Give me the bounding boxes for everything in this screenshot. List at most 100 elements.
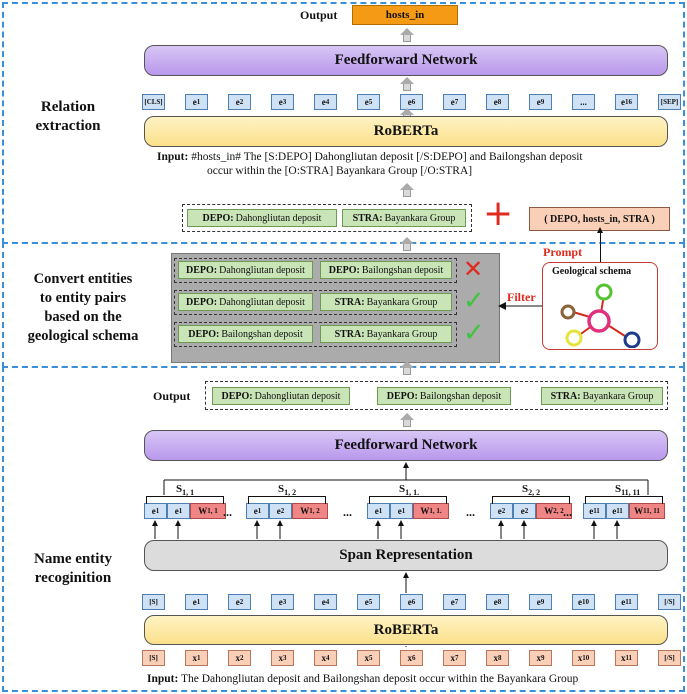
- geological-schema-title: Geological schema: [552, 266, 632, 277]
- entity-name: Bailongshan deposit: [221, 328, 303, 340]
- ner-input-line: Input: The Dahongliutan deposit and Bail…: [147, 672, 578, 686]
- ner-ffn-label: Feedforward Network: [334, 437, 478, 453]
- prompt-triple-text: ( DEPO, hosts_in, STRA ): [544, 213, 655, 225]
- prompt-label: Prompt: [543, 245, 583, 259]
- span-representation-label: Span Representation: [339, 547, 473, 563]
- prompt-arrow: [597, 227, 603, 262]
- selected-pair-box: [182, 204, 472, 232]
- ner-label: Name entity recoginition: [34, 551, 112, 586]
- top-feedforward-network: Feedforward Network: [144, 45, 668, 76]
- entity-type: STRA:: [334, 328, 365, 340]
- top-input-text-1: #hosts_in# The [S:DEPO] Dahongliutan dep…: [188, 151, 583, 163]
- output-relation-box: hosts_in: [352, 5, 458, 25]
- span-bracket: [492, 496, 570, 504]
- pair-entity-b: STRA:Bayankara Group: [320, 325, 452, 343]
- ner-token: [/S]: [658, 594, 681, 610]
- entity-type: DEPO:: [202, 212, 234, 224]
- schema-node-yellow: [565, 329, 583, 347]
- up-arrow-icon: [400, 361, 414, 375]
- entity-name: Bailongshan deposit: [361, 264, 444, 276]
- entity-type: STRA:: [550, 390, 581, 402]
- entity-type: DEPO:: [386, 390, 418, 402]
- selected-pair-entity-a: DEPO:Dahongliutan deposit: [187, 209, 337, 227]
- up-arrow-icon: [400, 183, 414, 197]
- arrowhead: [254, 520, 260, 526]
- arrowhead: [591, 520, 597, 526]
- input-token: [/S]: [658, 650, 681, 666]
- top-roberta: RoBERTa: [144, 116, 668, 147]
- entity-pair-label: Convert entities to entity pairs based o…: [27, 271, 139, 344]
- arrowhead: [403, 462, 409, 468]
- top-token: ...: [572, 94, 595, 110]
- entity-type: DEPO:: [221, 390, 253, 402]
- relation-extraction-label: Relation extraction: [35, 99, 101, 134]
- pair-entity-b: DEPO:Bailongshan deposit: [320, 261, 452, 279]
- schema-node-green: [595, 283, 613, 301]
- entity-type: DEPO:: [186, 296, 218, 308]
- arrowhead: [398, 520, 404, 526]
- pair-frame: [174, 290, 457, 315]
- selected-pair-entity-b: STRA:Bayankara Group: [342, 209, 466, 227]
- span-bracket: [369, 496, 447, 504]
- span-label: S1, 2: [278, 483, 297, 498]
- pair-entity-a: DEPO:Dahongliutan deposit: [178, 261, 313, 279]
- ner-output-box: [205, 381, 668, 410]
- arrowhead: [152, 520, 158, 526]
- arrowhead: [521, 520, 527, 526]
- entity-name: Bayankara Group: [366, 296, 438, 308]
- entity-name: Bayankara Group: [582, 390, 654, 402]
- top-ffn-label: Feedforward Network: [334, 52, 478, 68]
- top-input-text-2: occur within the [O:STRA] Bayankara Grou…: [207, 165, 473, 177]
- output-label: Output: [300, 8, 338, 22]
- span-bracket: [585, 496, 663, 504]
- span-label: S2, 2: [522, 483, 541, 498]
- check-icon: ✓: [463, 318, 485, 348]
- entity-name: Dahongliutan deposit: [254, 390, 341, 402]
- entity-type: DEPO:: [328, 264, 360, 276]
- arrowhead: [375, 520, 381, 526]
- schema-node-navy: [623, 331, 641, 348]
- arrowhead: [403, 572, 409, 578]
- filter-arrow: [498, 302, 542, 310]
- ner-entity-2: DEPO:Bailongshan deposit: [377, 387, 511, 405]
- entity-type: DEPO:: [188, 328, 220, 340]
- top-input-line-1: Input: #hosts_in# The [S:DEPO] Dahongliu…: [157, 150, 583, 164]
- entity-name: Dahongliutan deposit: [219, 296, 305, 308]
- entity-name: Dahongliutan deposit: [235, 212, 322, 224]
- entity-type: STRA:: [352, 212, 383, 224]
- arrowhead: [614, 520, 620, 526]
- plus-icon: +: [483, 193, 514, 234]
- cross-icon: ✕: [463, 255, 484, 283]
- ner-entity-1: DEPO:Dahongliutan deposit: [212, 387, 350, 405]
- span-representation: Span Representation: [144, 540, 668, 571]
- input-token: [S]: [142, 650, 165, 666]
- span-label: S1, 1.: [399, 483, 420, 498]
- entity-type: STRA:: [334, 296, 365, 308]
- ner-section: [2, 366, 685, 692]
- arrowhead: [175, 520, 181, 526]
